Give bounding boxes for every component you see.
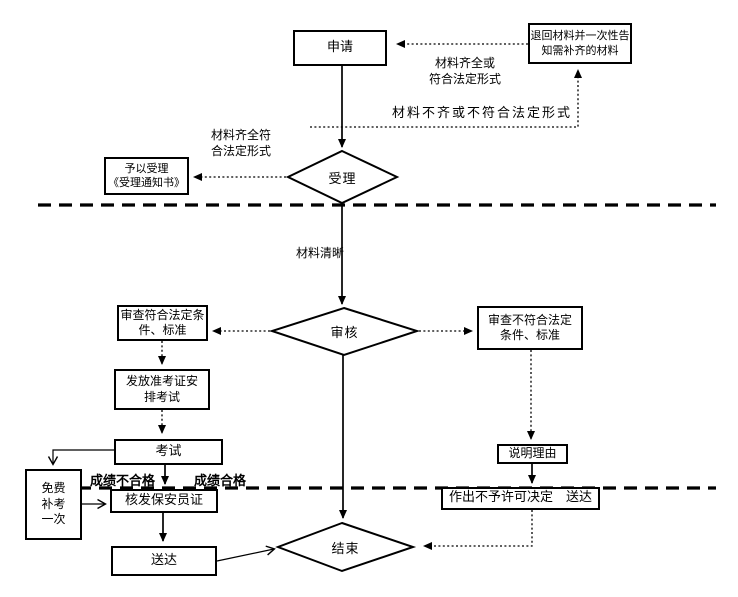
node-free-retake: 免费 补考 一次 — [25, 469, 82, 540]
edge-label-materials-clear: 材料清晰 — [296, 246, 345, 260]
node-issue-admission: 发放准考证安 排考试 — [114, 369, 210, 410]
node-deny-decision: 作出不予许可决定 送达 — [441, 487, 600, 510]
node-exam: 考试 — [114, 439, 223, 465]
end-diamond-shape — [275, 521, 417, 573]
accept-diamond-shape — [285, 149, 400, 205]
node-grant-accept: 予以受理 《受理通知书》 — [104, 157, 189, 195]
arrow-exam-to-retake — [47, 449, 114, 466]
diamond-end: 结束 — [331, 541, 360, 557]
diamond-accept: 受理 — [328, 171, 357, 187]
node-not-meet-conditions: 审查不符合法定 条件、标准 — [477, 306, 583, 350]
node-deliver: 送达 — [111, 546, 217, 576]
edge-label-complete-legal-form: 材料齐全符 合法定形式 — [210, 128, 271, 158]
node-return-materials: 退回材料并一次性告 知需补齐的材料 — [528, 23, 632, 64]
diamond-review: 审核 — [330, 326, 359, 341]
node-meets-conditions: 审查符合法定条 件、标准 — [117, 305, 208, 341]
arrow-deny-to-end — [423, 510, 533, 550]
arrow-deliver-to-end — [216, 545, 276, 562]
review-diamond-shape — [268, 306, 421, 357]
node-issue-certificate: 核发保安员证 — [110, 489, 218, 513]
node-apply: 申请 — [293, 30, 387, 66]
arrow-incomplete-to-return — [310, 69, 582, 128]
edge-label-incomplete-or-illegal: 材料不齐或不符合法定形式 — [392, 106, 573, 121]
edge-label-fail: 成绩不合格 — [90, 474, 156, 489]
node-explain-reasons: 说明理由 — [497, 444, 568, 464]
edge-label-complete-or-legal: 材料齐全或 符合法定形式 — [428, 56, 501, 86]
edge-label-pass: 成绩合格 — [194, 474, 247, 489]
